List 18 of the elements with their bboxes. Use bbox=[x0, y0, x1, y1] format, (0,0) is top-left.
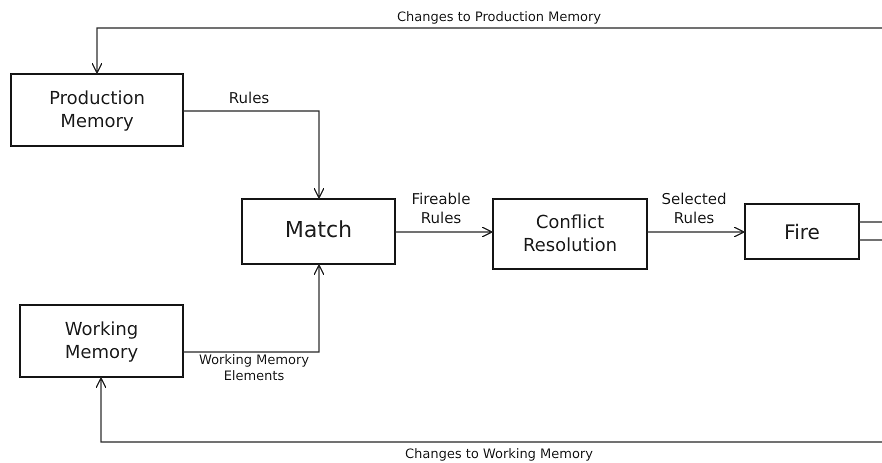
process-box bbox=[241, 198, 396, 265]
edge-label: Changes to Working Memory bbox=[405, 446, 593, 463]
edge-label: Changes to Production Memory bbox=[396, 10, 602, 26]
process-box bbox=[744, 203, 860, 260]
process-box bbox=[492, 198, 648, 270]
process-box bbox=[10, 73, 184, 147]
node-label: Fire bbox=[784, 218, 820, 244]
arrow bbox=[91, 27, 882, 223]
node-label: Conflict Resolution bbox=[522, 210, 618, 258]
arrow bbox=[396, 226, 493, 238]
arrow bbox=[184, 264, 325, 353]
node-label: Match bbox=[284, 217, 352, 246]
arrow bbox=[184, 110, 325, 199]
process-box bbox=[19, 304, 184, 378]
node-label: Production Memory bbox=[48, 86, 146, 134]
arrow bbox=[648, 226, 745, 238]
node-label: Working Memory bbox=[64, 318, 140, 364]
arrow bbox=[95, 239, 882, 443]
